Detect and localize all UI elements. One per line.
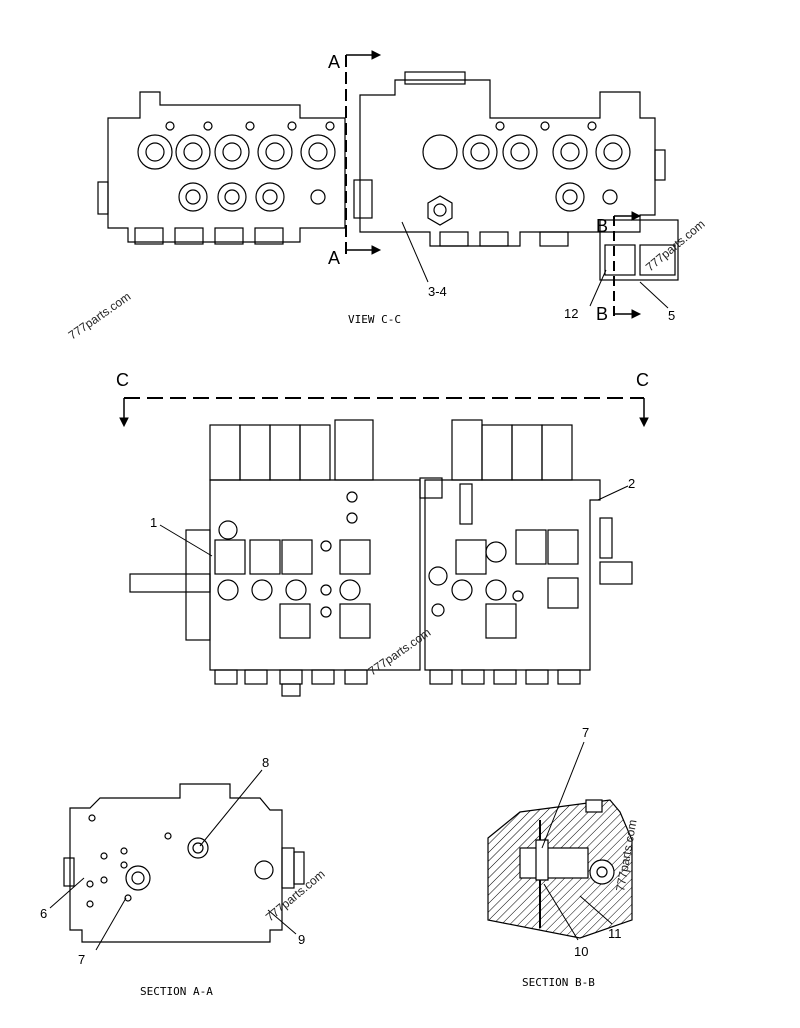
callout-1: 1 (150, 515, 157, 530)
section-marker-b-top: B (596, 216, 608, 236)
callout-2: 2 (628, 476, 635, 491)
callout-6: 6 (40, 906, 47, 921)
callout-10: 10 (574, 944, 588, 959)
section-b-b (487, 799, 633, 939)
section-marker-a-bottom: A (328, 248, 340, 268)
callout-7-b: 7 (582, 725, 589, 740)
section-line-a-a (345, 50, 382, 258)
callout-12: 12 (564, 306, 578, 321)
leader-lines-section-b (541, 741, 613, 941)
section-marker-a-top: A (328, 52, 340, 72)
view-caption-c-c: VIEW C-C (348, 313, 401, 326)
leader-lines-front (159, 485, 629, 557)
section-line-c-c (119, 397, 649, 428)
section-marker-b-bottom: B (596, 304, 608, 324)
section-marker-c-right: C (636, 370, 649, 390)
leader-lines-top (401, 221, 669, 309)
callout-9: 9 (298, 932, 305, 947)
callout-11: 11 (608, 926, 622, 941)
watermark-4: 777parts.com (263, 867, 328, 924)
callout-5: 5 (668, 308, 675, 323)
section-caption-b-b: SECTION B-B (522, 976, 595, 989)
section-marker-c-left: C (116, 370, 129, 390)
callout-3-4: 3-4 (428, 284, 447, 299)
watermark-1: 777parts.com (66, 289, 134, 342)
front-view (129, 419, 633, 697)
callout-7-a: 7 (78, 952, 85, 967)
view-c-c (97, 71, 679, 281)
leader-lines-section-a (49, 769, 297, 951)
section-a-a (63, 783, 305, 943)
callout-8: 8 (262, 755, 269, 770)
section-caption-a-a: SECTION A-A (140, 985, 213, 998)
section-line-b-b (613, 211, 642, 319)
